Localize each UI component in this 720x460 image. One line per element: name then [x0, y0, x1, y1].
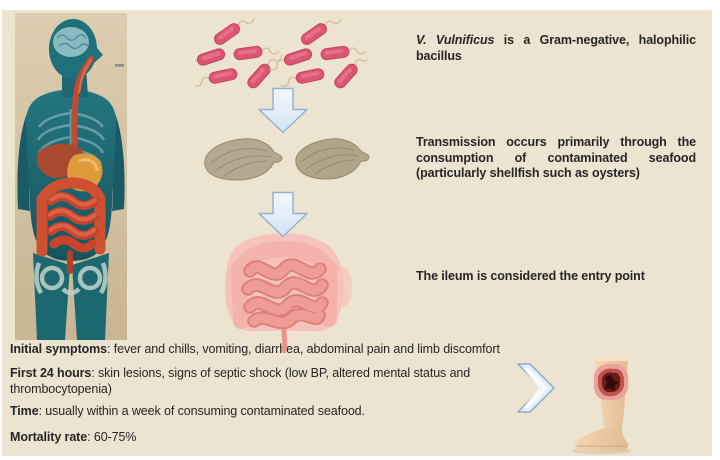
down-arrow-icon	[258, 191, 308, 238]
bacteria-group-left	[195, 18, 285, 90]
human-body-svg	[15, 13, 127, 340]
leg-wound-illustration	[573, 356, 631, 455]
colon	[36, 177, 106, 257]
timeline-time: Time: usually within a week of consuming…	[10, 403, 610, 419]
fact-transmission: Transmission occurs primarily through th…	[416, 135, 696, 180]
page-margin-bottom	[0, 456, 720, 460]
timeline-label: Mortality rate	[10, 430, 88, 444]
oyster-left	[204, 138, 283, 181]
human-anatomy-illustration	[15, 13, 127, 340]
timeline-first-24-hours: First 24 hours: skin lesions, signs of s…	[10, 365, 518, 397]
fact-bacteria: V. Vulnificus is a Gram-negative, haloph…	[416, 33, 696, 64]
timeline-label: Time	[10, 404, 39, 418]
pelvis-bones	[34, 262, 108, 296]
page-margin-top	[0, 0, 720, 10]
timeline-initial-symptoms: Initial symptoms: fever and chills, vomi…	[10, 341, 610, 357]
small-intestine-coils	[243, 260, 327, 328]
fact-entry-point: The ileum is considered the entry point	[416, 269, 645, 283]
timeline-text: : skin lesions, signs of septic shock (l…	[10, 366, 471, 396]
label-dash	[115, 64, 124, 67]
page-margin-right	[712, 0, 720, 460]
intestine-tail	[281, 328, 288, 353]
bacteria-group-right	[266, 18, 367, 90]
timeline-label: First 24 hours	[10, 366, 92, 380]
small-intestine-highlight	[48, 193, 97, 237]
right-chevron-icon	[517, 363, 555, 413]
oyster-right	[295, 138, 370, 180]
brain-folds	[56, 34, 89, 50]
bacteria-illustration	[195, 18, 367, 90]
timeline-text: : 60-75%	[87, 430, 137, 444]
oysters-illustration	[204, 138, 370, 181]
esophagus-highlight	[77, 58, 93, 94]
species-name: V. Vulnificus	[416, 33, 495, 47]
foot	[574, 428, 628, 451]
intestine-illustration	[225, 233, 352, 353]
timeline-text: : usually within a week of consuming con…	[38, 404, 365, 418]
necrotic-lesion	[593, 363, 629, 401]
timeline-label: Initial symptoms	[10, 342, 108, 356]
down-arrow-icon	[258, 87, 308, 134]
brain	[53, 27, 89, 57]
fact-bacteria-rest: is a Gram-negative, halophilic bacillus	[416, 33, 696, 63]
timeline-text: : fever and chills, vomiting, diarrhea, …	[107, 342, 500, 356]
timeline-mortality-rate: Mortality rate: 60-75%	[10, 429, 610, 445]
page-margin-left	[0, 0, 2, 460]
colon-frame	[230, 240, 337, 329]
leg-top-cut	[596, 356, 628, 361]
stomach-highlight	[78, 158, 99, 172]
